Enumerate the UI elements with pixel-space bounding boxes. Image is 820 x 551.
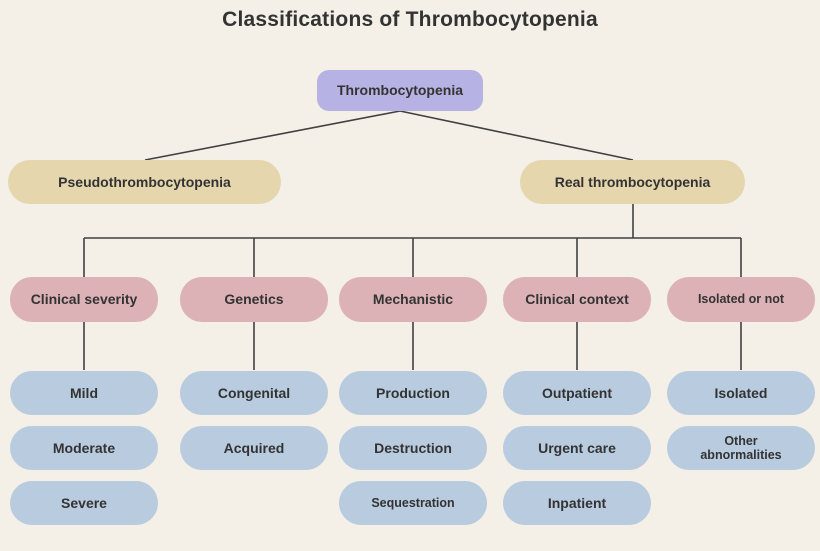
connector-line xyxy=(144,110,401,161)
node-leaf-mild: Mild xyxy=(10,371,158,415)
node-category-isolated-or-not: Isolated or not xyxy=(667,277,815,322)
node-category-clinical-context: Clinical context xyxy=(503,277,651,322)
node-category-genetics: Genetics xyxy=(180,277,328,322)
connector-line xyxy=(399,110,634,161)
node-leaf-other-abnormalities: Other abnormalities xyxy=(667,426,815,470)
node-category-mechanistic: Mechanistic xyxy=(339,277,487,322)
node-leaf-urgent-care: Urgent care xyxy=(503,426,651,470)
node-leaf-acquired: Acquired xyxy=(180,426,328,470)
diagram-title: Classifications of Thrombocytopenia xyxy=(222,8,598,31)
node-leaf-sequestration: Sequestration xyxy=(339,481,487,525)
node-real-thrombocytopenia: Real thrombocytopenia xyxy=(520,160,745,204)
node-leaf-moderate: Moderate xyxy=(10,426,158,470)
node-leaf-outpatient: Outpatient xyxy=(503,371,651,415)
node-leaf-isolated: Isolated xyxy=(667,371,815,415)
node-leaf-severe: Severe xyxy=(10,481,158,525)
node-leaf-congenital: Congenital xyxy=(180,371,328,415)
node-leaf-inpatient: Inpatient xyxy=(503,481,651,525)
node-pseudothrombocytopenia: Pseudothrombocytopenia xyxy=(8,160,281,204)
node-thrombocytopenia: Thrombocytopenia xyxy=(317,70,483,111)
node-leaf-production: Production xyxy=(339,371,487,415)
node-leaf-destruction: Destruction xyxy=(339,426,487,470)
node-category-clinical-severity: Clinical severity xyxy=(10,277,158,322)
